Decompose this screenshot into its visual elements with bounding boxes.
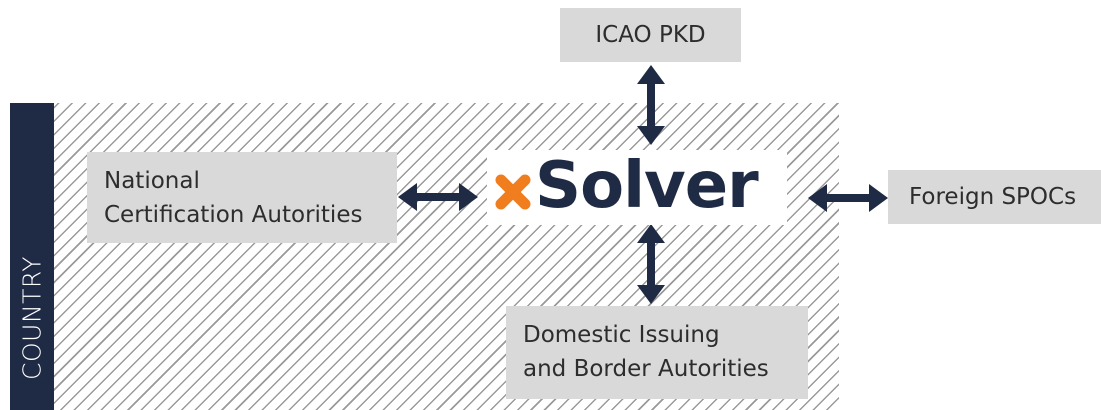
foreign-spocs-label: Foreign SPOCs [909, 184, 1077, 210]
arrow-national-solver [398, 183, 478, 211]
arrow-solver-foreign [808, 184, 888, 212]
country-label: COUNTRY [17, 256, 47, 380]
logo-wordmark: Solver [535, 149, 759, 223]
domestic-line-1: Domestic Issuing [523, 322, 720, 348]
domestic-line-2: and Border Autorities [523, 356, 769, 382]
icao-pkd-label: ICAO PKD [595, 22, 706, 48]
icao-pkd-box: ICAO PKD [560, 8, 741, 62]
x-mark-icon [495, 174, 531, 210]
arrow-icao-solver [637, 65, 665, 145]
country-sidebar [10, 103, 54, 410]
solver-logo: Solver [493, 149, 788, 223]
arrow-solver-domestic [637, 224, 665, 304]
domestic-authorities-box: Domestic Issuing and Border Autorities [506, 306, 808, 399]
national-line-1: National [104, 168, 200, 194]
foreign-spocs-box: Foreign SPOCs [888, 170, 1101, 224]
national-certification-box: National Certification Autorities [87, 152, 397, 243]
logo-backdrop [487, 150, 787, 225]
national-line-2: Certification Autorities [104, 202, 363, 228]
